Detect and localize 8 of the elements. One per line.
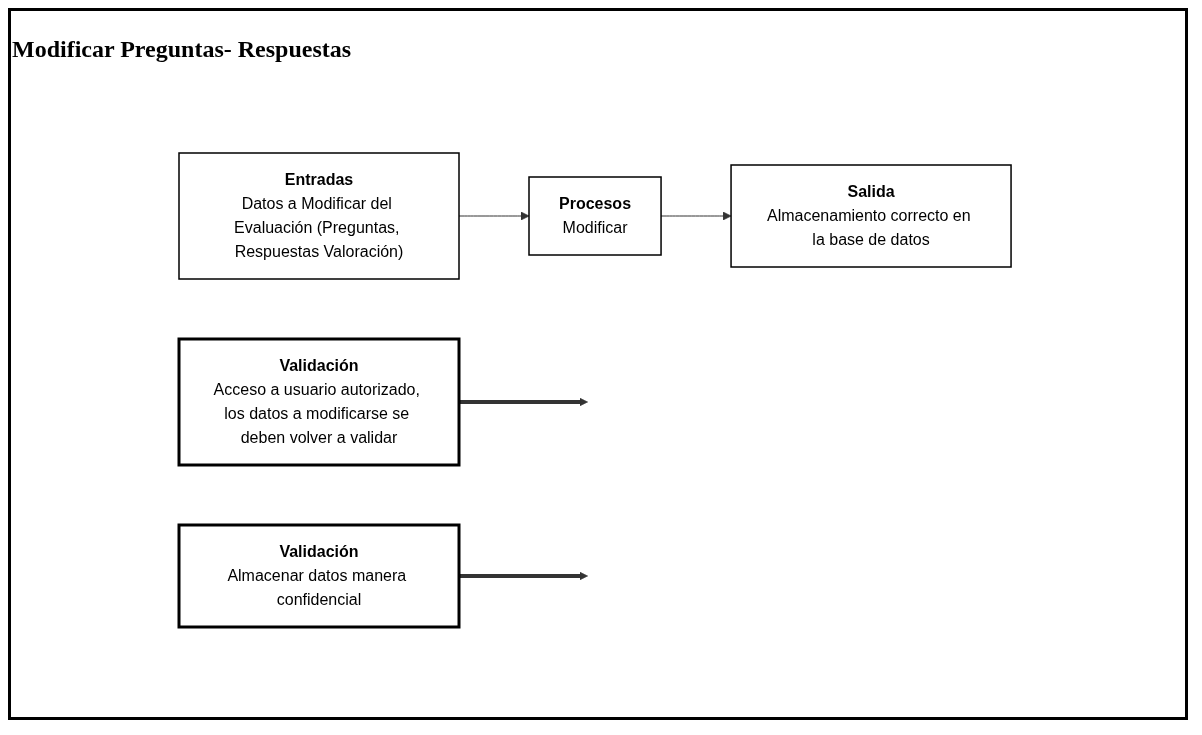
node-box: Validación Acceso a usuario autorizado, los datos a modificarse se deben volver a validar <box>177 337 461 467</box>
arrow <box>458 397 588 407</box>
node-box: Entradas Datos a Modificar del Evaluación (Preguntas, Respuestas Valoración) <box>178 152 460 280</box>
node-box: Salida Almacenamiento correcto en la base de datos <box>730 164 1012 268</box>
arrow <box>458 571 588 581</box>
diagram-title: Modificar Preguntas- Respuestas <box>12 36 352 63</box>
node-box: Validación Almacenar datos manera confidencial <box>177 523 461 629</box>
node-box: Procesos Modificar <box>528 176 662 256</box>
